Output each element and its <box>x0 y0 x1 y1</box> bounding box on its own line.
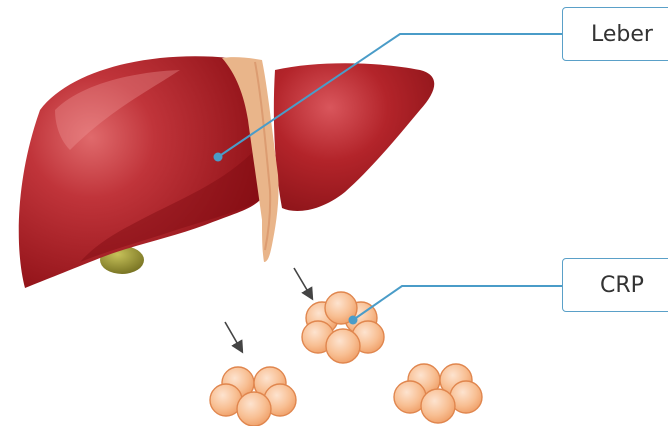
crp-molecule-icon <box>302 292 384 363</box>
crp-callout-line <box>353 286 562 320</box>
liver-icon <box>19 56 435 288</box>
liver-right-lobe <box>274 63 434 211</box>
crp-callout <box>349 286 563 325</box>
crp-callout-dot <box>349 316 358 325</box>
crp-molecule-icon <box>210 367 296 426</box>
crp-label: CRP <box>562 258 668 312</box>
crp-molecule-icon <box>394 364 482 423</box>
arrow-icon <box>294 268 310 295</box>
liver-callout-dot <box>214 153 223 162</box>
liver-label: Leber <box>562 7 668 61</box>
arrow-icon <box>225 322 240 348</box>
